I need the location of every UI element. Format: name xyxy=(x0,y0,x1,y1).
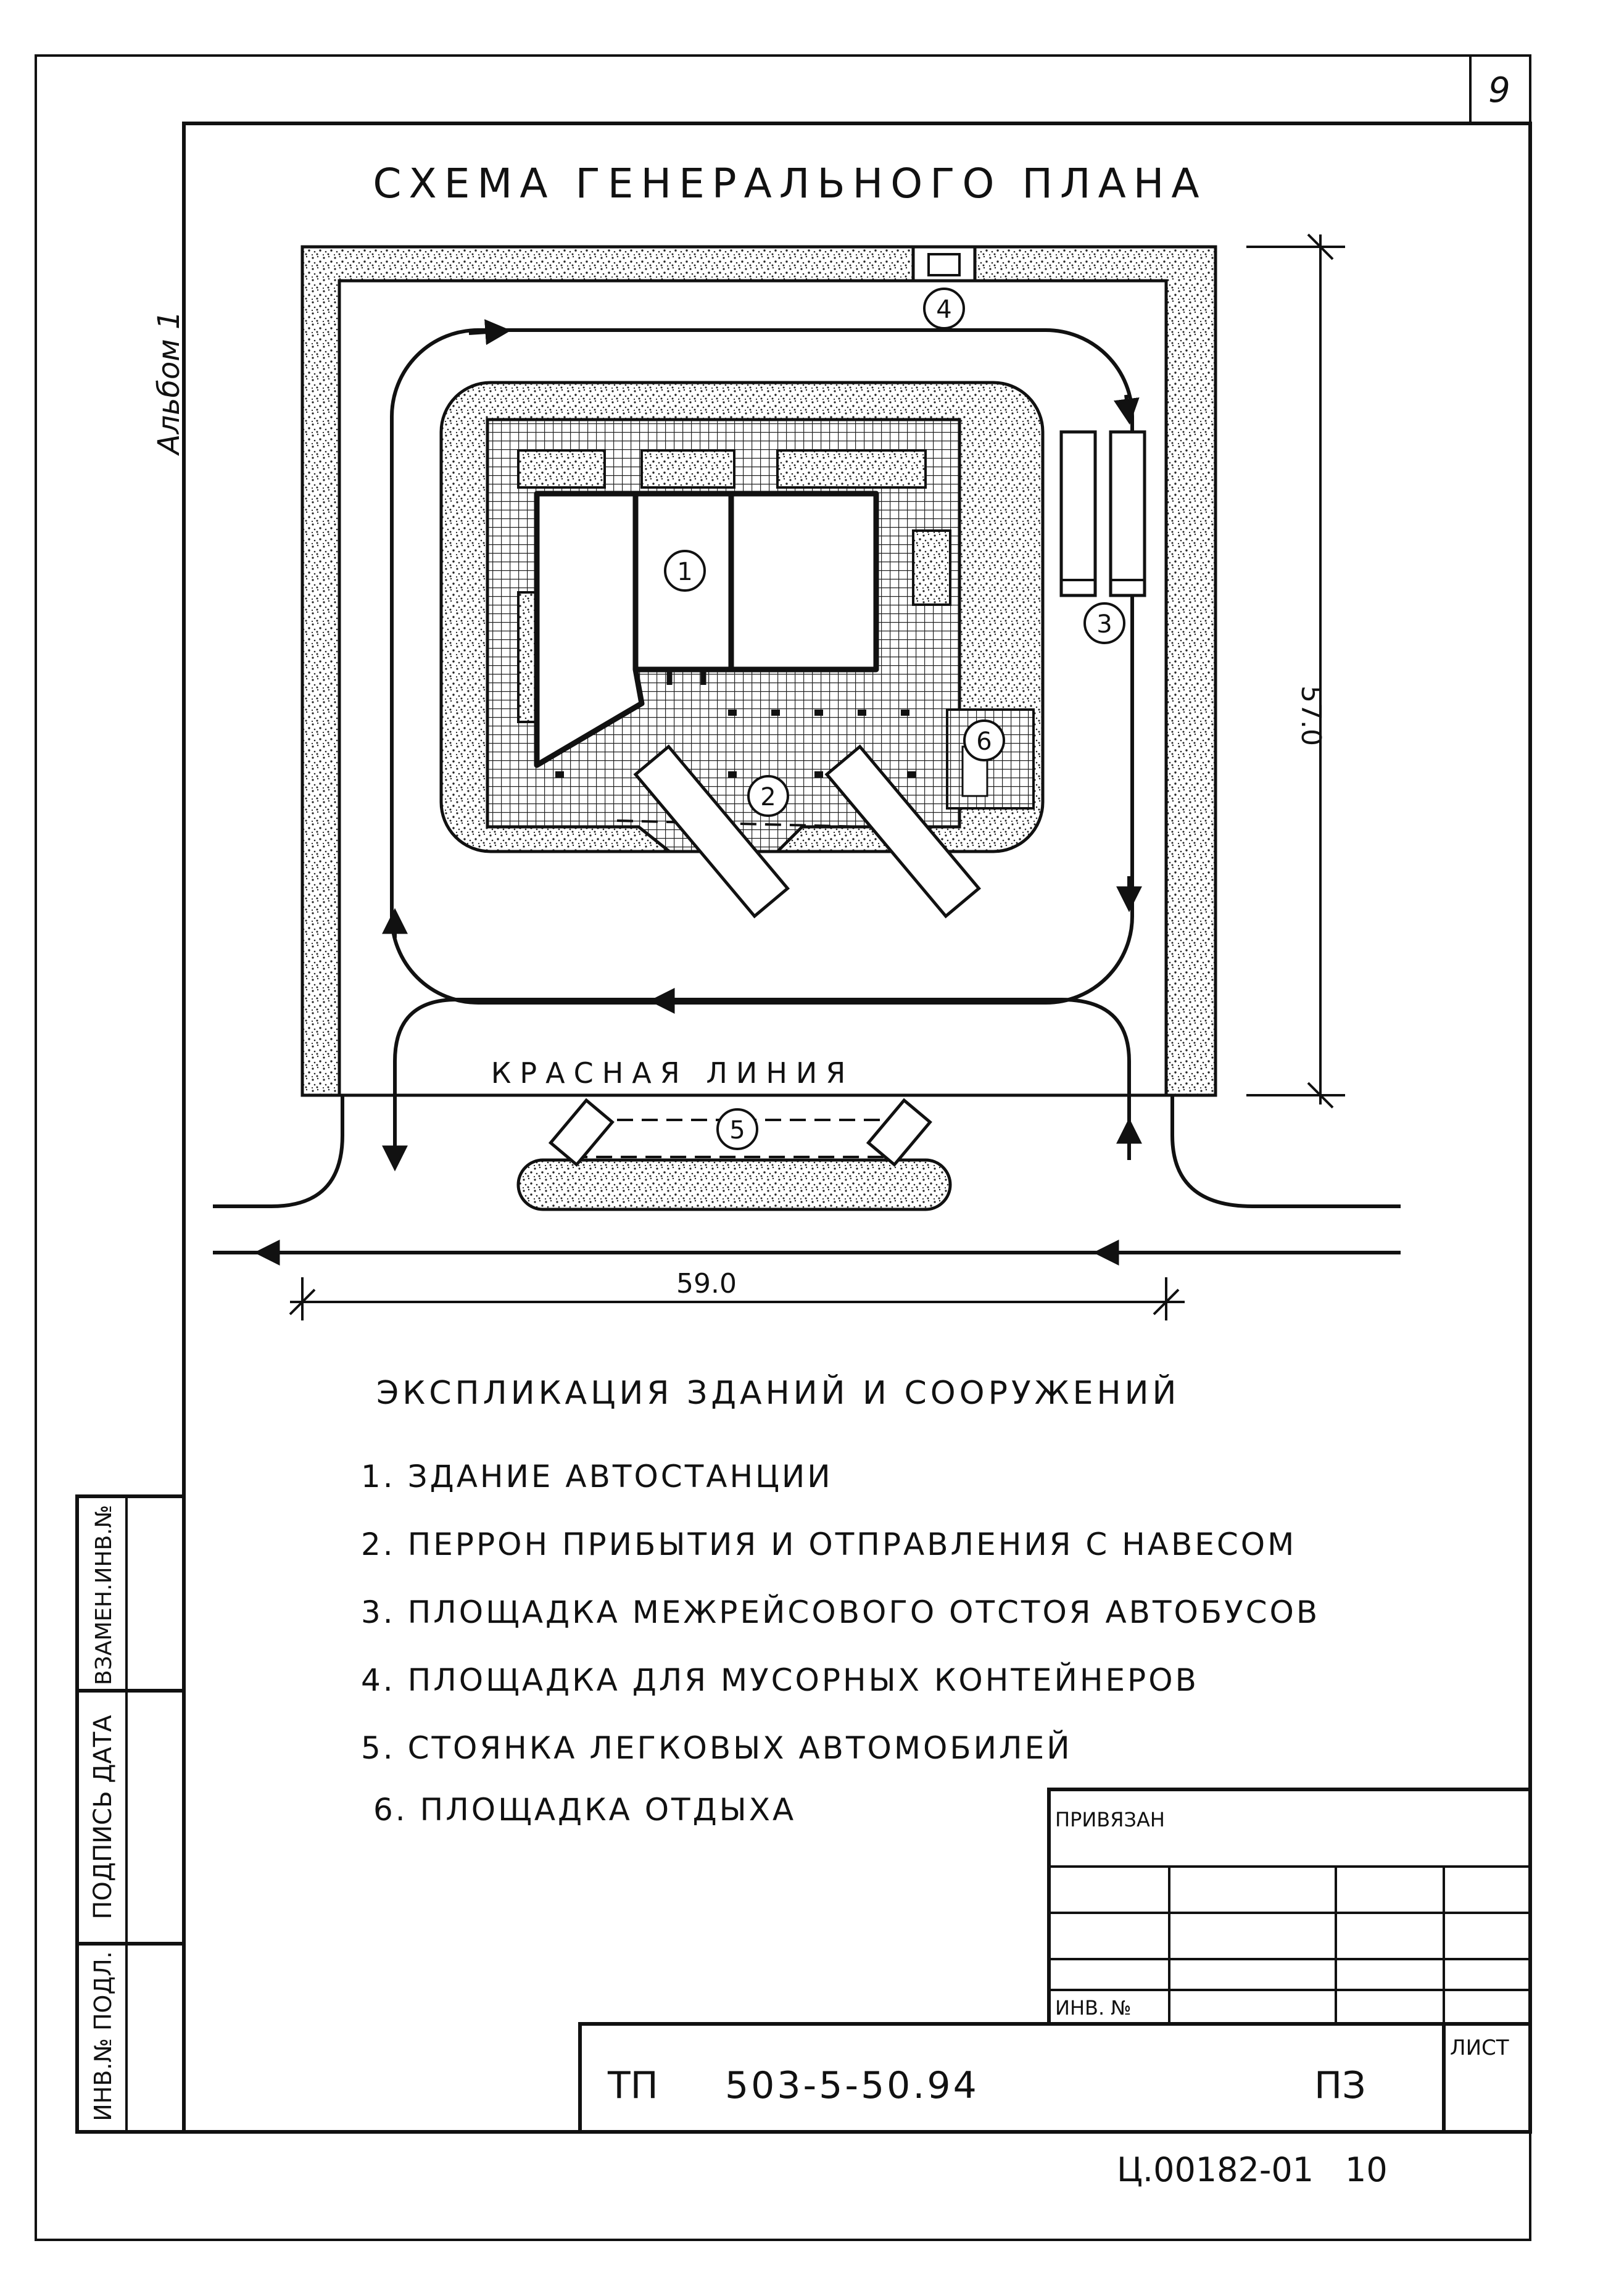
side-stamp-middle: ПОДПИСЬ ДАТА xyxy=(89,1715,117,1920)
explication-item-3: 3. ПЛОЩАДКА МЕЖРЕЙСОВОГО ОТСТОЯ АВТОБУСО… xyxy=(361,1594,1320,1630)
bus-layover-left xyxy=(1059,430,1097,597)
sheet-label: ЛИСТ xyxy=(1450,2036,1509,2060)
title-section: ПЗ xyxy=(1314,2064,1366,2107)
page-number: 9 xyxy=(1488,70,1510,110)
bus-at-platform-left xyxy=(633,744,790,919)
parked-car-left xyxy=(548,1098,615,1167)
title-prefix: ТП xyxy=(607,2064,658,2107)
dimension-width: 59.0 xyxy=(289,1268,1185,1320)
title-code: 503-5-50.94 xyxy=(725,2064,979,2107)
svg-text:5: 5 xyxy=(729,1116,745,1145)
bus-at-platform-right xyxy=(824,744,981,919)
height-dimension: 57.0 xyxy=(1295,686,1327,746)
marker-6: 6 xyxy=(963,719,1005,761)
red-line-label: КРАСНАЯ ЛИНИЯ xyxy=(491,1056,855,1090)
explication-item-1: 1. ЗДАНИЕ АВТОСТАНЦИИ xyxy=(361,1459,833,1494)
explication-item-2: 2. ПЕРРОН ПРИБЫТИЯ И ОТПРАВЛЕНИЯ С НАВЕС… xyxy=(361,1527,1296,1562)
privyazan-label: ПРИВЯЗАН xyxy=(1055,1808,1165,1831)
width-dimension: 59.0 xyxy=(676,1268,737,1299)
bus-station-building xyxy=(534,491,879,768)
internal-driveway xyxy=(390,328,1134,1005)
archive-code: Ц.00182-01 xyxy=(1117,2150,1314,2189)
plan-title: СХЕМА ГЕНЕРАЛЬНОГО ПЛАНА xyxy=(373,160,1206,207)
title-block: ТП 503-5-50.94 ПЗ ЛИСТ xyxy=(578,2022,1532,2134)
marker-5: 5 xyxy=(716,1108,758,1150)
explication-item-5: 5. СТОЯНКА ЛЕГКОВЫХ АВТОМОБИЛЕЙ xyxy=(361,1730,1072,1766)
marker-4: 4 xyxy=(923,288,965,329)
svg-text:1: 1 xyxy=(677,558,692,586)
bus-layover-right xyxy=(1109,430,1146,597)
side-stamp-bottom: ИНВ.№ ПОДЛ. xyxy=(89,1951,117,2121)
marker-3: 3 xyxy=(1083,602,1125,644)
archive-number: 10 xyxy=(1345,2150,1388,2189)
side-stamp: ВЗАМЕН.ИНВ.№ ПОДПИСЬ ДАТА ИНВ.№ ПОДЛ. xyxy=(75,1494,186,2134)
marker-2: 2 xyxy=(747,775,789,817)
album-label: Альбом 1 xyxy=(152,311,186,457)
svg-text:6: 6 xyxy=(976,727,992,756)
explication-item-4: 4. ПЛОЩАДКА ДЛЯ МУСОРНЫХ КОНТЕЙНЕРОВ xyxy=(361,1662,1199,1698)
side-stamp-top: ВЗАМЕН.ИНВ.№ xyxy=(91,1505,117,1685)
street xyxy=(213,998,1401,1266)
marker-1: 1 xyxy=(664,550,706,592)
svg-text:2: 2 xyxy=(760,783,776,811)
binding-block: ПРИВЯЗАН ИНВ. № xyxy=(1047,1788,1532,2026)
inv-no-label: ИНВ. № xyxy=(1055,1996,1132,2020)
explication-item-6: 6. ПЛОЩАДКА ОТДЫХА xyxy=(373,1792,796,1828)
explication-title: ЭКСПЛИКАЦИЯ ЗДАНИЙ И СООРУЖЕНИЙ xyxy=(376,1374,1180,1412)
parked-car-right xyxy=(866,1098,932,1167)
svg-text:4: 4 xyxy=(936,296,951,324)
site-plan: КРАСНАЯ ЛИНИЯ 57.0 59.0 1 2 xyxy=(213,233,1401,1320)
svg-text:3: 3 xyxy=(1096,610,1112,639)
parking-green-island xyxy=(516,1158,952,1211)
explication: ЭКСПЛИКАЦИЯ ЗДАНИЙ И СООРУЖЕНИЙ 1. ЗДАНИ… xyxy=(361,1374,1320,1828)
dimension-height: 57.0 xyxy=(1246,233,1345,1109)
